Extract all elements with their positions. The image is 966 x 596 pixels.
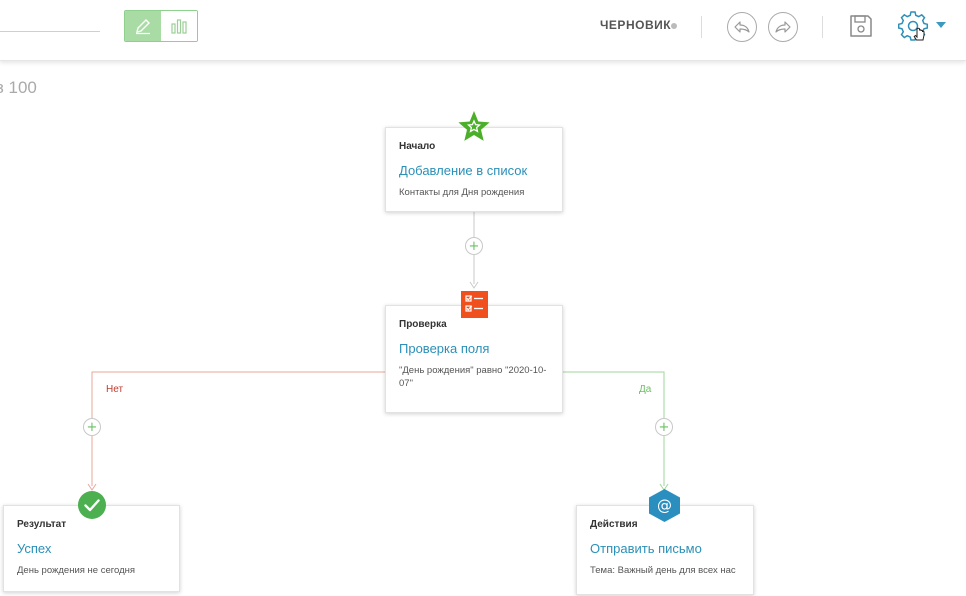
pencil-icon: [136, 19, 150, 35]
node-type: Результат: [17, 519, 67, 530]
node-title[interactable]: Добавление в список: [399, 163, 528, 178]
campaign-name-field[interactable]: [0, 31, 100, 32]
checkmark-icon: [78, 491, 106, 519]
gear-icon: [897, 11, 929, 41]
node-description: "День рождения" равно "2020-10-07": [399, 365, 547, 389]
branch-no-label: Нет: [106, 384, 124, 395]
save-icon: [850, 15, 872, 37]
undo-icon: [734, 21, 750, 33]
toolbar-divider: [701, 16, 702, 38]
check-node[interactable]: Проверка Проверка поля "День рождения" р…: [385, 305, 563, 413]
cursor-hand-icon: [913, 27, 925, 41]
redo-icon: [775, 21, 791, 33]
node-description: День рождения не сегодня: [17, 565, 135, 576]
start-node[interactable]: Начало Добавление в список Контакты для …: [385, 127, 563, 212]
draft-status-label: ЧЕРНОВИК: [600, 18, 672, 32]
star-icon: [458, 111, 490, 141]
settings-button[interactable]: [897, 11, 930, 43]
top-toolbar: ЧЕРНОВИК: [0, 0, 966, 61]
node-type: Начало: [399, 141, 436, 152]
svg-text:@: @: [657, 497, 672, 515]
add-step-button[interactable]: +: [465, 237, 483, 255]
node-type: Проверка: [399, 319, 447, 330]
node-description: Тема: Важный день для всех нас: [590, 565, 736, 576]
node-title[interactable]: Отправить письмо: [590, 541, 702, 556]
settings-dropdown-caret[interactable]: [936, 22, 946, 28]
action-node[interactable]: Действия Отправить письмо Тема: Важный д…: [576, 505, 754, 595]
save-button[interactable]: [848, 13, 874, 39]
checklist-icon: [461, 291, 488, 318]
redo-button[interactable]: [768, 12, 798, 42]
bar-chart-icon: [171, 19, 187, 34]
editor-view-button[interactable]: [125, 11, 161, 41]
node-title[interactable]: Проверка поля: [399, 341, 490, 356]
limit-counter: з 100: [0, 78, 37, 97]
node-type: Действия: [590, 519, 638, 530]
result-node[interactable]: Результат Успех День рождения не сегодня: [3, 505, 180, 592]
branch-yes-label: Да: [639, 384, 652, 395]
at-sign-icon: @: [649, 489, 680, 522]
node-title[interactable]: Успех: [17, 541, 52, 556]
stats-view-button[interactable]: [161, 11, 197, 41]
toolbar-divider: [822, 16, 823, 38]
status-dot: [671, 23, 677, 29]
add-step-button[interactable]: +: [655, 418, 673, 436]
view-mode-switch: [124, 10, 198, 42]
node-description: Контакты для Дня рождения: [399, 187, 525, 198]
undo-button[interactable]: [727, 12, 757, 42]
add-step-button[interactable]: +: [83, 418, 101, 436]
